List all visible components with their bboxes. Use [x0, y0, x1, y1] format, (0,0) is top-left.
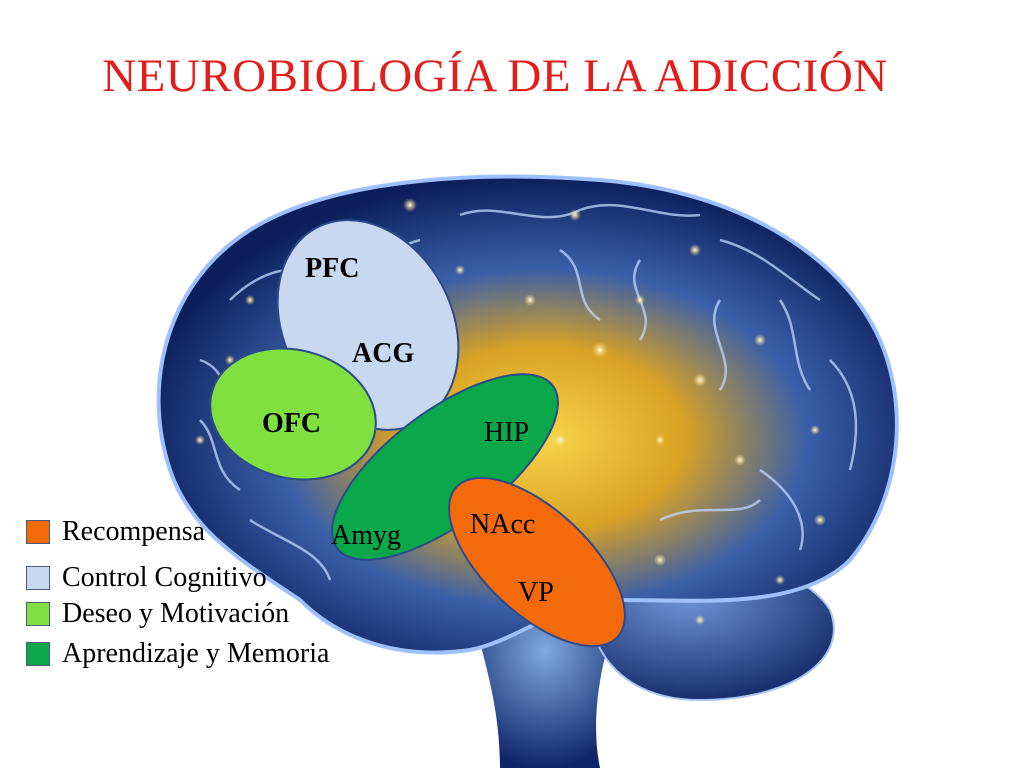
legend-label: Aprendizaje y Memoria [62, 638, 330, 669]
ofc-region [209, 347, 377, 481]
nacc-label: NAcc [470, 509, 535, 540]
legend-swatch-deseo-motivacion [26, 602, 50, 626]
legend-swatch-aprendizaje-memoria [26, 642, 50, 666]
acg-label: ACG [352, 338, 414, 369]
slide-title: NEUROBIOLOGÍA DE LA ADICCIÓN [102, 50, 888, 102]
legend-item-aprendizaje-memoria: Aprendizaje y Memoria [26, 636, 329, 672]
legend-swatch-control-cognitivo [26, 566, 50, 590]
legend-item-recompensa: Recompensa [26, 514, 205, 550]
ofc-label: OFC [262, 408, 321, 439]
sparkle-dots [195, 198, 826, 625]
hip-label: HIP [484, 417, 529, 448]
legend-item-deseo-motivacion: Deseo y Motivación [26, 596, 289, 632]
legend-label: Control Cognitivo [62, 562, 267, 593]
legend-label: Recompensa [62, 516, 206, 547]
vp-label: VP [518, 577, 554, 608]
legend-swatch-recompensa [26, 520, 50, 544]
nacc-vp-region [448, 476, 626, 648]
legend-label: Deseo y Motivación [62, 598, 290, 629]
pfc-label: PFC [305, 253, 359, 284]
amyg-label: Amyg [331, 520, 401, 551]
legend-item-control-cognitivo: Control Cognitivo [26, 560, 267, 596]
